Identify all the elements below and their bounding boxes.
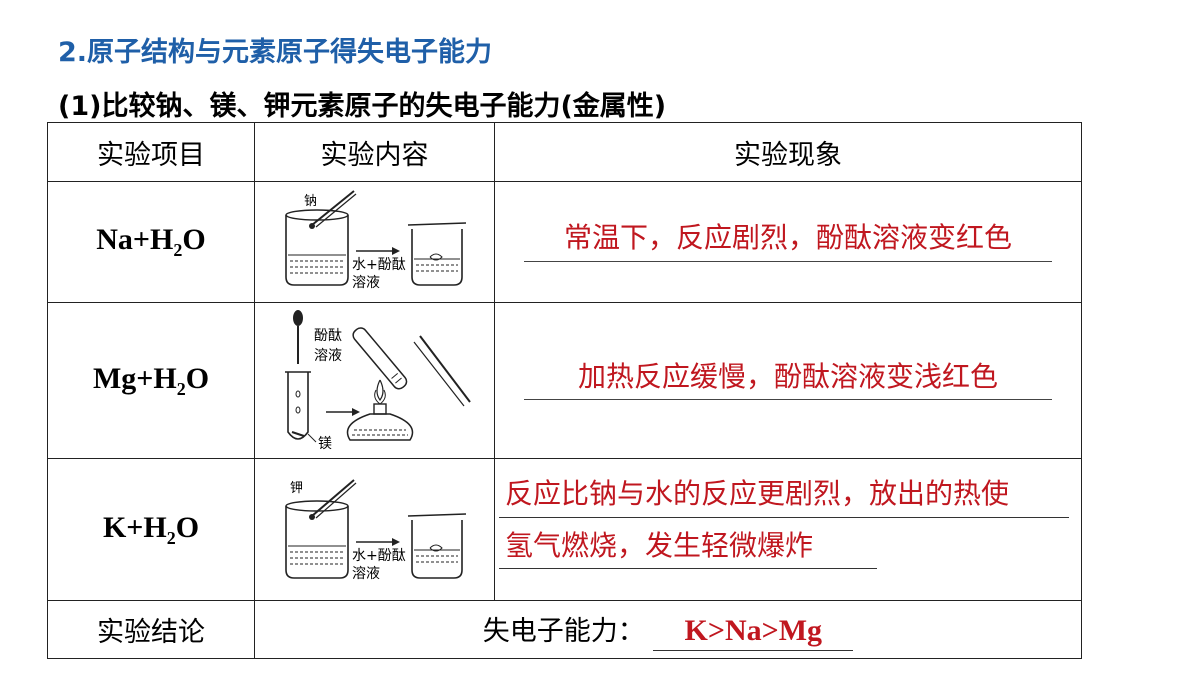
conclusion-row: 实验结论 失电子能力： K>Na>Mg	[47, 600, 1082, 659]
header-content: 实验内容	[254, 122, 495, 182]
section-heading: 2.原子结构与元素原子得失电子能力	[58, 37, 493, 68]
experiment-table: 实验项目 实验内容 实验现象 Na+H2O 钠	[47, 122, 1082, 659]
project-cell: Na+H2O	[47, 181, 255, 303]
header-phenomenon: 实验现象	[494, 122, 1082, 182]
project-cell: K+H2O	[47, 458, 255, 601]
conclusion-cell: 失电子能力： K>Na>Mg	[254, 600, 1082, 659]
diagram-cell: 钠 水+酚酞 溶液	[254, 181, 495, 303]
metal-label: 钠	[304, 194, 317, 209]
metal-label: 钾	[290, 481, 303, 496]
phenomenon-k-line-1: 反应比钠与水的反应更剧烈，放出的热使	[499, 478, 1069, 518]
table-row-na: Na+H2O 钠 水+酚酞 溶液	[47, 181, 1082, 303]
diagram-cell: 酚酞 溶液 镁	[254, 302, 495, 459]
reagent-label-2: 溶液	[314, 348, 342, 364]
reagent-label: 水+酚酞	[352, 257, 406, 273]
conclusion-text: 失电子能力：	[482, 615, 645, 647]
diagram-cell: 钾 水+酚酞 溶液	[254, 458, 495, 601]
phenomenon-cell: 加热反应缓慢，酚酞溶液变浅红色	[494, 302, 1082, 459]
test-tube-heating-diagram: 酚酞 溶液 镁	[284, 309, 471, 452]
reagent-label: 水+酚酞	[352, 548, 406, 564]
phenomenon-k: 反应比钠与水的反应更剧烈，放出的热使 氢气燃烧，发生轻微爆炸	[499, 478, 1081, 569]
phenomenon-k-line-2: 氢气燃烧，发生轻微爆炸	[499, 529, 877, 569]
metal-label: 镁	[318, 436, 332, 452]
reagent-label-2: 溶液	[352, 275, 380, 291]
table-row-k: K+H2O 钾 水+酚酞 溶液	[47, 458, 1082, 601]
table-header-row: 实验项目 实验内容 实验现象	[47, 122, 1082, 182]
phenomenon-cell: 反应比钠与水的反应更剧烈，放出的热使 氢气燃烧，发生轻微爆炸	[494, 458, 1082, 601]
conclusion-label: 实验结论	[47, 600, 255, 659]
reagent-label: 酚酞	[314, 328, 342, 344]
table-row-mg: Mg+H2O 酚酞 溶液 镁	[47, 302, 1082, 459]
header-project: 实验项目	[47, 122, 255, 182]
formula-mg: Mg+H2O	[92, 361, 210, 399]
sub-heading: (1)比较钠、镁、钾元素原子的失电子能力(金属性)	[58, 91, 667, 122]
phenomenon-mg: 加热反应缓慢，酚酞溶液变浅红色	[524, 360, 1052, 401]
formula-na: Na+H2O	[96, 223, 206, 260]
phenomenon-na: 常温下，反应剧烈，酚酞溶液变红色	[524, 222, 1052, 262]
project-cell: Mg+H2O	[47, 302, 255, 459]
phenomenon-cell: 常温下，反应剧烈，酚酞溶液变红色	[494, 181, 1082, 303]
reagent-label-2: 溶液	[352, 566, 380, 582]
beaker-experiment-diagram: 钠 水+酚酞 溶液	[284, 190, 466, 291]
formula-k: K+H2O	[102, 510, 200, 548]
beaker-experiment-diagram: 钾 水+酚酞 溶液	[284, 478, 466, 582]
conclusion-value: K>Na>Mg	[653, 614, 854, 651]
